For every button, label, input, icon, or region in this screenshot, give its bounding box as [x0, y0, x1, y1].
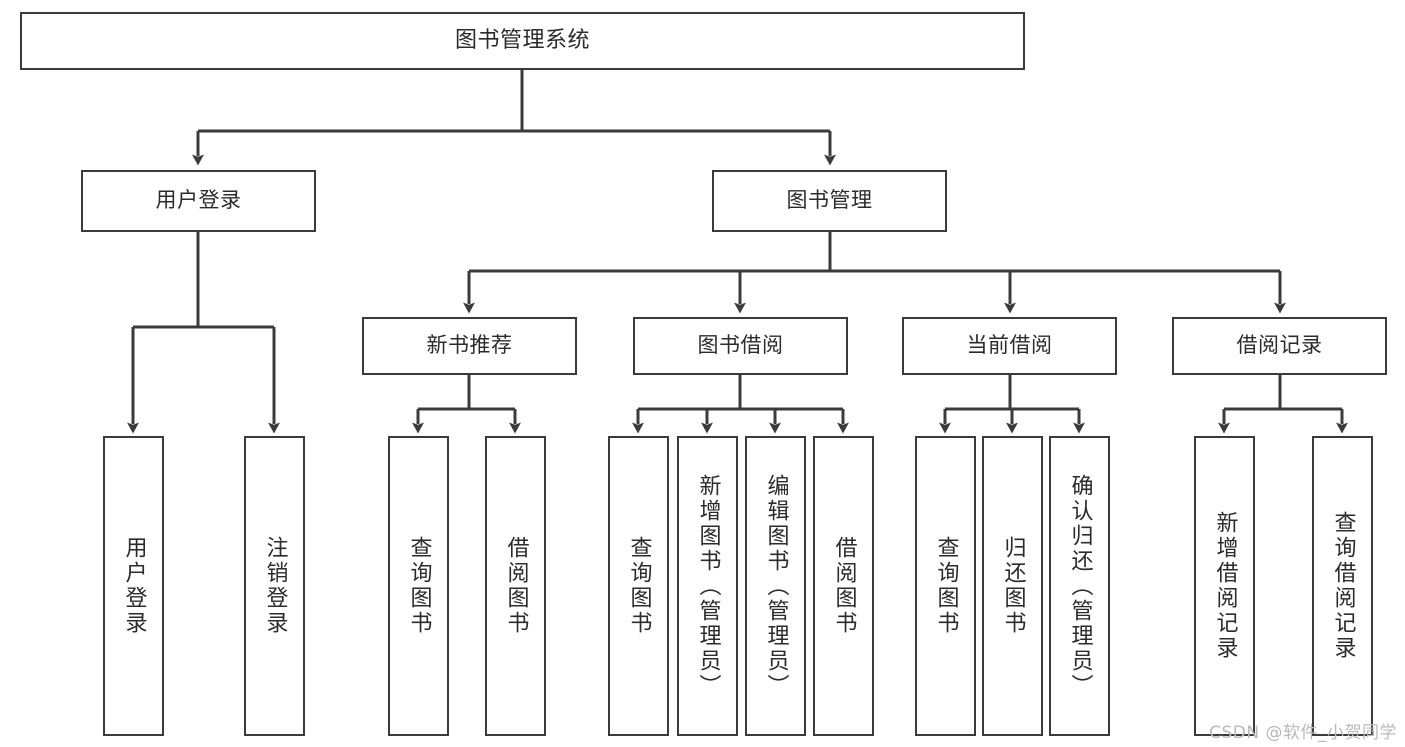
leaf-confirm-return[interactable]: 确认归还（管理员） — [1049, 436, 1110, 736]
leaf-query-record-label: 查询借阅记录 — [1330, 511, 1356, 661]
leaf-user-logout[interactable]: 注销登录 — [244, 436, 305, 736]
leaf-return-book[interactable]: 归还图书 — [982, 436, 1043, 736]
leaf-user-login-label: 用户登录 — [121, 536, 147, 636]
leaf-query-record[interactable]: 查询借阅记录 — [1312, 436, 1373, 736]
node-borrow-record-label: 借阅记录 — [1236, 333, 1323, 358]
node-user-login-label: 用户登录 — [155, 188, 242, 213]
leaf-query-book-1-label: 查询图书 — [406, 536, 432, 636]
node-root[interactable]: 图书管理系统 — [20, 12, 1025, 70]
leaf-edit-book-label: 编辑图书（管理员） — [763, 473, 789, 699]
leaf-confirm-return-label: 确认归还（管理员） — [1067, 473, 1093, 699]
node-new-book-rec-label: 新书推荐 — [426, 333, 513, 358]
leaf-borrow-book-1-label: 借阅图书 — [503, 536, 529, 636]
leaf-return-book-label: 归还图书 — [1000, 536, 1026, 636]
node-book-manage[interactable]: 图书管理 — [712, 170, 947, 232]
node-root-label: 图书管理系统 — [454, 27, 590, 53]
node-book-borrow[interactable]: 图书借阅 — [633, 317, 848, 375]
node-user-login[interactable]: 用户登录 — [81, 170, 316, 232]
leaf-borrow-book-2-label: 借阅图书 — [831, 536, 857, 636]
node-current-borrow[interactable]: 当前借阅 — [902, 317, 1117, 375]
node-book-manage-label: 图书管理 — [786, 188, 873, 213]
leaf-add-book-label: 新增图书（管理员） — [695, 473, 721, 699]
leaf-borrow-book-1[interactable]: 借阅图书 — [485, 436, 546, 736]
leaf-user-logout-label: 注销登录 — [262, 536, 288, 636]
node-book-borrow-label: 图书借阅 — [697, 333, 784, 358]
node-current-borrow-label: 当前借阅 — [966, 333, 1053, 358]
leaf-query-book-2-label: 查询图书 — [626, 536, 652, 636]
leaf-add-book[interactable]: 新增图书（管理员） — [677, 436, 738, 736]
leaf-edit-book[interactable]: 编辑图书（管理员） — [745, 436, 806, 736]
leaf-query-book-3[interactable]: 查询图书 — [915, 436, 976, 736]
watermark: CSDN @软件_小贺同学 — [1209, 723, 1397, 743]
node-new-book-rec[interactable]: 新书推荐 — [362, 317, 577, 375]
leaf-add-record-label: 新增借阅记录 — [1212, 511, 1238, 661]
leaf-query-book-2[interactable]: 查询图书 — [608, 436, 669, 736]
leaf-user-login[interactable]: 用户登录 — [103, 436, 164, 736]
leaf-add-record[interactable]: 新增借阅记录 — [1194, 436, 1255, 736]
node-borrow-record[interactable]: 借阅记录 — [1172, 317, 1387, 375]
leaf-query-book-3-label: 查询图书 — [933, 536, 959, 636]
leaf-borrow-book-2[interactable]: 借阅图书 — [813, 436, 874, 736]
leaf-query-book-1[interactable]: 查询图书 — [388, 436, 449, 736]
